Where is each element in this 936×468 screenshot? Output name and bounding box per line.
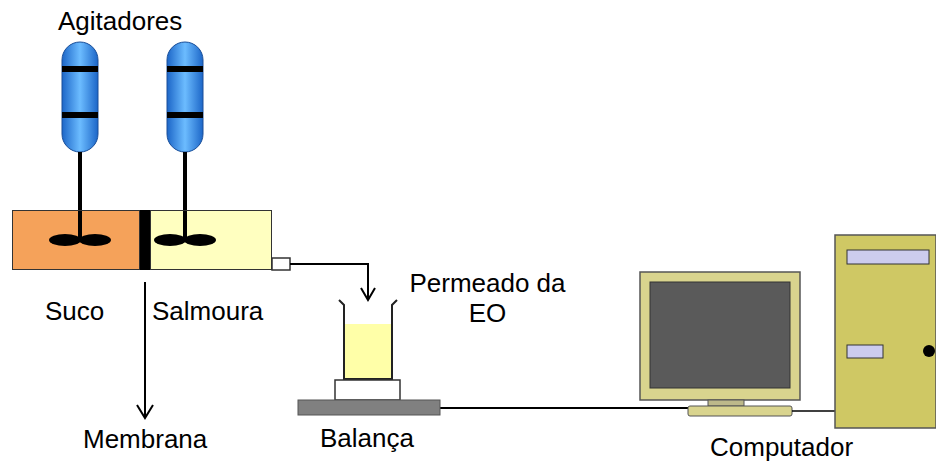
stirrer-right (154, 42, 216, 246)
computer-symbol (640, 235, 936, 428)
stirrer-shaft (78, 152, 82, 240)
node-label: Salmoura (152, 296, 272, 326)
equipment-node: Suco (12, 210, 140, 328)
beaker-outline (339, 300, 397, 379)
capsule-band (62, 112, 98, 118)
node-label: Permeado da EO (400, 268, 575, 328)
arrow-head (361, 288, 375, 300)
balance-base (298, 400, 440, 415)
impeller-blade (49, 234, 81, 246)
motor-capsule (62, 42, 98, 152)
node-label: Computador (710, 432, 890, 462)
balance-symbol (298, 380, 440, 415)
capsule-band (167, 66, 203, 72)
power-button (923, 345, 935, 357)
membrane-bar (140, 210, 150, 270)
motor-capsule (167, 42, 203, 152)
stirrer-left (49, 42, 111, 246)
leader-head (137, 405, 153, 418)
brine-fill (150, 210, 272, 270)
leader-line (144, 282, 146, 417)
tube-connector (290, 264, 375, 300)
tube-connector (440, 408, 688, 409)
monitor-screen (650, 282, 790, 388)
membrane-pointer (137, 282, 153, 418)
impeller-blade (79, 234, 111, 246)
drive-bay (847, 345, 883, 358)
node-label: Suco (45, 296, 135, 326)
monitor-cable (792, 410, 835, 412)
connector-line (440, 407, 688, 409)
permeate-liquid (344, 324, 392, 379)
drive-bay (847, 250, 929, 264)
stirrer-shaft (183, 152, 187, 240)
monitor-frame (640, 272, 800, 400)
label-holder: Agitadores (58, 6, 228, 36)
outlet-port (272, 258, 290, 270)
label-holder: Membrana (83, 424, 223, 454)
equipment-node: Computador (640, 235, 936, 468)
monitor-base (688, 406, 792, 416)
impeller-blade (154, 234, 186, 246)
connector-line (290, 264, 368, 300)
cell-chamber (12, 210, 140, 270)
balance-pan (335, 380, 400, 400)
monitor-neck (708, 400, 744, 406)
capsule-band (167, 112, 203, 118)
juice-fill (12, 210, 140, 270)
tower-case (835, 235, 936, 428)
equipment-node: Balança (298, 380, 443, 458)
cell-chamber (150, 210, 272, 270)
part-label: Agitadores (58, 6, 228, 36)
node-label: Balança (320, 423, 440, 453)
equipment-node: Permeado da EO (338, 265, 578, 380)
beaker-symbol (338, 300, 398, 380)
impeller-blade (184, 234, 216, 246)
capsule-band (62, 66, 98, 72)
equipment-node: Salmoura (150, 210, 275, 328)
part-label: Membrana (83, 424, 223, 454)
